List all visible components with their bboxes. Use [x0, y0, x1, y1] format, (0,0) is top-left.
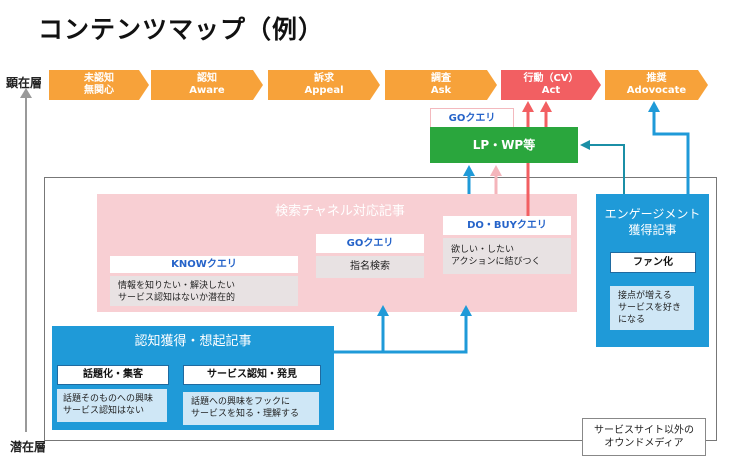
do-buy-desc-line2: アクションに結びつく — [451, 257, 541, 267]
owned-media-line2: オウンドメディア — [604, 438, 684, 449]
do-buy-desc-line1: 欲しい・したい — [451, 245, 515, 255]
stage-unaware-line1: 未認知 — [84, 73, 114, 84]
topic-desc-line2: サービス認知はない — [63, 406, 145, 416]
bottom-axis-label: 潜在層 — [10, 440, 47, 454]
pink-to-lp-arrowhead — [490, 165, 502, 176]
go-query-label: GOクエリ — [316, 234, 424, 253]
lp-to-act-arrowhead-1 — [522, 101, 534, 112]
know-query-label: KNOWクエリ — [110, 256, 298, 273]
stage-ask-line2: Ask — [430, 85, 452, 96]
engagement-to-advocate-arrowhead — [648, 101, 660, 112]
stage-appeal-line2: Appeal — [304, 85, 344, 96]
stage-unaware: 未認知 無関心 — [49, 70, 149, 100]
do-buy-query-label: DO・BUYクエリ — [443, 216, 571, 235]
stage-aware-line1: 認知 — [197, 73, 217, 84]
stage-advocate: 推奨 Adovocate — [605, 70, 708, 100]
owned-media-line1: サービスサイト以外の — [594, 425, 694, 436]
lp-wp-box: LP・WP等 — [430, 127, 578, 163]
fan-desc-line2: サービスを好き — [618, 303, 682, 313]
owned-media-label: サービスサイト以外の オウンドメディア — [582, 418, 706, 456]
page-title: コンテンツマップ（例） — [38, 15, 325, 44]
fan-desc-line1: 接点が増える — [618, 291, 672, 301]
vertical-axis-arrowhead — [20, 88, 32, 98]
stage-act-line1: 行動（CV） — [523, 73, 579, 84]
engagement-to-lp-arrowhead — [580, 140, 590, 150]
blue-to-lp-arrowhead — [463, 165, 475, 176]
engagement-title: エンゲージメント 獲得記事 — [596, 206, 709, 238]
know-query-desc: 情報を知りたい・解決したい サービス認知はないか潜在的 — [110, 276, 298, 306]
topic-desc-line1: 話題そのものへの興味 — [63, 394, 154, 404]
stage-appeal-line1: 訴求 — [314, 73, 334, 84]
fan-label: ファン化 — [610, 252, 696, 273]
know-desc-line2: サービス認知はないか潜在的 — [118, 293, 236, 303]
stage-ask: 調査 Ask — [385, 70, 497, 100]
top-axis-label: 顕在層 — [6, 76, 43, 90]
topic-desc: 話題そのものへの興味 サービス認知はない — [57, 389, 167, 422]
fan-desc: 接点が増える サービスを好き になる — [610, 286, 694, 330]
awareness-to-dobuy-connector — [383, 314, 468, 354]
stage-advocate-line1: 推奨 — [646, 73, 667, 84]
awareness-to-dobuy-arrowhead — [460, 305, 472, 316]
stage-unaware-line2: 無関心 — [84, 85, 114, 96]
service-desc: 話題への興味をフックに サービスを知る・理解する — [183, 392, 319, 425]
know-desc-line1: 情報を知りたい・解決したい — [118, 281, 236, 291]
awareness-to-go-arrowhead — [377, 305, 389, 316]
do-buy-query-desc: 欲しい・したい アクションに結びつく — [443, 238, 571, 274]
topic-label: 話題化・集客 — [57, 365, 169, 385]
awareness-to-go-connector — [334, 314, 385, 354]
engagement-to-lp-connector — [590, 144, 625, 194]
fan-desc-line3: になる — [618, 315, 646, 325]
service-desc-line1: 話題への興味をフックに — [191, 397, 291, 407]
stage-act: 行動（CV） Act — [501, 70, 601, 100]
engagement-to-advocate-line — [652, 112, 690, 194]
stage-aware-line2: Aware — [189, 85, 225, 96]
engagement-title-line2: 獲得記事 — [628, 223, 677, 237]
stage-advocate-line2: Adovocate — [626, 85, 687, 96]
stage-aware: 認知 Aware — [151, 70, 263, 100]
service-label: サービス認知・発見 — [183, 365, 321, 385]
lp-to-act-arrowhead-2 — [540, 101, 552, 112]
engagement-title-line1: エンゲージメント — [604, 207, 701, 221]
service-desc-line2: サービスを知る・理解する — [191, 409, 300, 419]
stage-appeal: 訴求 Appeal — [268, 70, 380, 100]
awareness-title: 認知獲得・想起記事 — [134, 334, 252, 349]
go-query-desc: 指名検索 — [316, 256, 424, 278]
stage-act-line2: Act — [541, 85, 561, 96]
stage-ask-line1: 調査 — [431, 73, 451, 84]
search-channel-title: 検索チャネル対応記事 — [275, 204, 405, 219]
